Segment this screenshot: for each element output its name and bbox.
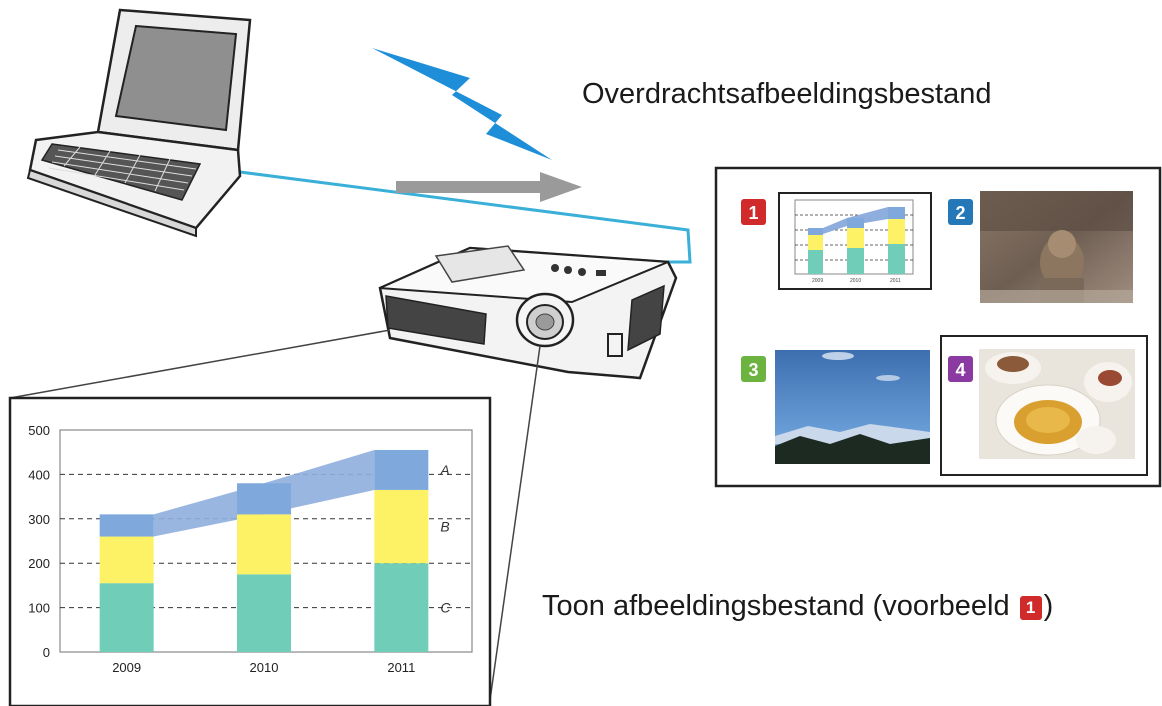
- thumbnail-badge-4: [948, 356, 973, 382]
- transfer-arrow-icon: [396, 172, 582, 202]
- bar-segment-a: [99, 514, 154, 537]
- svg-text:2010: 2010: [850, 278, 861, 284]
- thumbnail-badge-number: 3: [748, 360, 758, 380]
- thumbnail-1: 2009 2010 2011: [778, 192, 932, 290]
- bar-segment-c: [237, 574, 291, 652]
- x-tick-label: 2009: [112, 660, 141, 675]
- thumbnail-badge-1: [741, 199, 766, 225]
- x-tick-label: 2010: [250, 660, 279, 675]
- bar-segment-b: [374, 489, 429, 564]
- y-tick-label: 200: [28, 556, 50, 571]
- y-tick-label: 0: [43, 645, 50, 660]
- show-caption: Toon afbeeldingsbestand (voorbeeld 1): [542, 590, 1053, 623]
- series-label-c: C: [440, 600, 451, 616]
- thumbnail-badge-number: 2: [955, 203, 965, 223]
- y-tick-label: 500: [28, 423, 50, 438]
- chart-panel: 0 100 200 300 400 500 2009 2010 2011 C B A: [8, 396, 492, 706]
- chart-bars: [99, 449, 429, 652]
- x-tick-label: 2011: [387, 660, 415, 675]
- bar-segment-b: [99, 536, 154, 584]
- thumbnail-badge-2: [948, 199, 973, 225]
- cable-line: [239, 170, 692, 264]
- svg-text:2009: 2009: [812, 278, 823, 284]
- projector-icon: [378, 245, 678, 380]
- thumbnail-badge-3: [741, 356, 766, 382]
- thumbnail-2: [980, 191, 1133, 303]
- series-label-a: A: [439, 462, 449, 478]
- projection-beam: [9, 329, 541, 701]
- thumbnail-badge-number: 4: [955, 360, 965, 380]
- show-caption-text: Toon afbeeldingsbestand (voorbeeld: [542, 590, 1010, 622]
- thumbnail-badges: 1 2 3 4: [741, 199, 973, 382]
- thumbnail-3: [775, 350, 930, 464]
- thumbnail-panel: 2009 2010 2011: [714, 166, 1162, 488]
- laptop-icon: [26, 8, 252, 238]
- chart-labels: 0 100 200 300 400 500 2009 2010 2011 C B A: [28, 423, 451, 675]
- bar-segment-c: [99, 583, 154, 652]
- y-tick-label: 100: [28, 601, 50, 616]
- bar-segment-c: [374, 563, 429, 652]
- example-badge: 1: [1019, 596, 1042, 620]
- bar-segment-a: [374, 449, 429, 490]
- series-label-b: B: [440, 519, 449, 535]
- wireless-signal-icon: [372, 48, 552, 160]
- bar-segment-a: [237, 483, 291, 515]
- show-caption-close: ): [1043, 590, 1054, 622]
- y-tick-label: 300: [28, 512, 50, 527]
- transfer-caption: Overdrachtsafbeeldingsbestand: [582, 78, 992, 110]
- thumbnail-4: [940, 335, 1148, 476]
- bar-segment-b: [237, 514, 291, 575]
- y-tick-label: 400: [28, 467, 50, 482]
- thumbnail-badge-number: 1: [748, 203, 758, 223]
- svg-text:2011: 2011: [890, 278, 901, 284]
